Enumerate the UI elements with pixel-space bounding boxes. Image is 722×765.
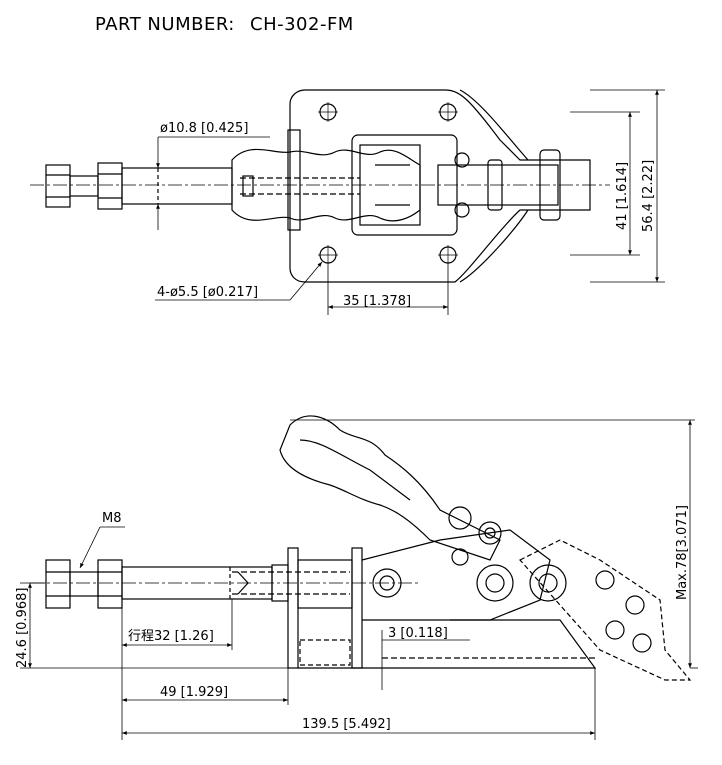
dim-hole-spacing: 35 [1.378]	[343, 294, 411, 309]
side-view-dimensions	[20, 419, 698, 740]
dim-mount-holes: 4-ø5.5 [ø0.217]	[157, 285, 258, 300]
top-view	[30, 89, 610, 283]
dim-max-height: Max.78[3.071]	[675, 505, 690, 600]
dim-rod-length: 49 [1.929]	[160, 685, 228, 700]
dim-offset: 3 [0.118]	[388, 626, 448, 641]
dim-rod-diameter: ø10.8 [0.425]	[160, 121, 248, 136]
dim-stroke: 行程32 [1.26]	[128, 629, 214, 644]
part-number-label: PART NUMBER:	[95, 14, 235, 35]
side-view	[30, 415, 692, 681]
part-number-value: CH-302-FM	[250, 14, 354, 35]
dim-base-height: 24.6 [0.968]	[15, 588, 30, 668]
dim-inner-height: 41 [1.614]	[615, 162, 630, 230]
dim-outer-height: 56.4 [2.22]	[641, 160, 656, 232]
dim-thread: M8	[102, 511, 122, 526]
top-view-dimensions	[155, 89, 665, 315]
dim-overall-length: 139.5 [5.492]	[302, 717, 391, 732]
